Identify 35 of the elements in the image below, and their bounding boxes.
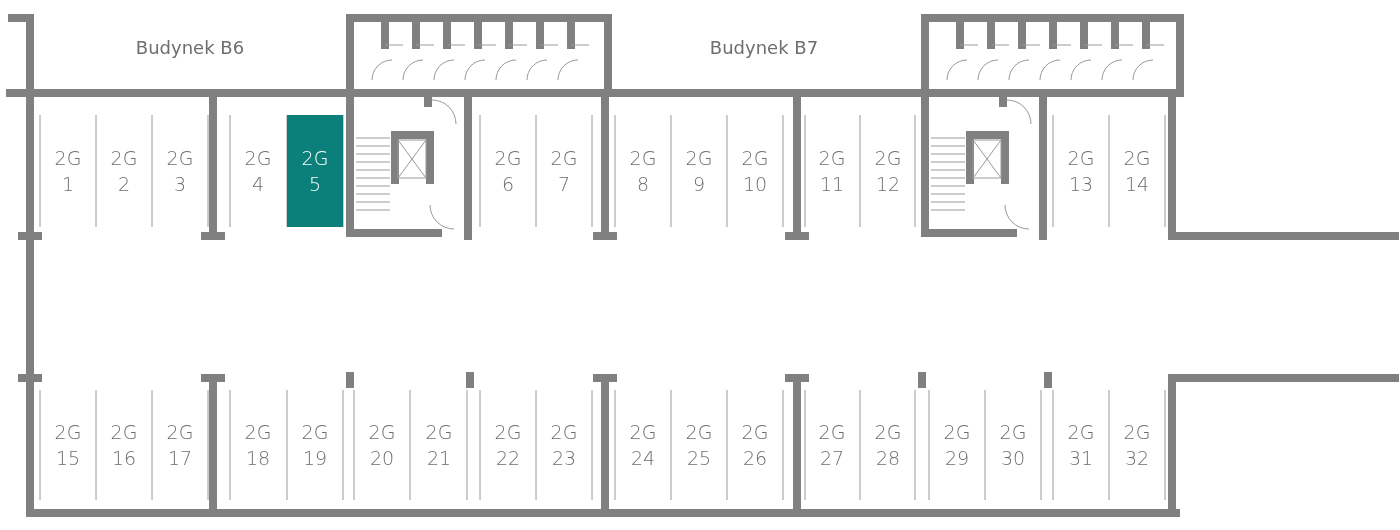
highlighted-parking-space [287,115,343,227]
space-number: 2G 27 [818,420,846,471]
space-number: 2G 13 [1067,146,1095,197]
space-number: 2G 21 [425,420,453,471]
space-number: 2G 32 [1123,420,1151,471]
space-number: 2G 4 [244,146,272,197]
space-number: 2G 25 [685,420,713,471]
space-number: 2G 18 [244,420,272,471]
space-number: 2G 14 [1123,146,1151,197]
space-number: 2G 5 [301,146,329,197]
space-number: 2G 24 [629,420,657,471]
space-number: 2G 10 [741,146,769,197]
space-number: 2G 6 [494,146,522,197]
space-number: 2G 7 [550,146,578,197]
space-number: 2G 8 [629,146,657,197]
building-label: Budynek B6 [135,36,245,58]
space-number: 2G 19 [301,420,329,471]
space-number: 2G 17 [166,420,194,471]
space-number: 2G 12 [874,146,902,197]
building-label: Budynek B7 [709,36,819,58]
space-number: 2G 31 [1067,420,1095,471]
space-number: 2G 15 [54,420,82,471]
space-number: 2G 28 [874,420,902,471]
space-number: 2G 1 [54,146,82,197]
space-number: 2G 11 [818,146,846,197]
space-number: 2G 20 [368,420,396,471]
space-number: 2G 9 [685,146,713,197]
space-number: 2G 2 [110,146,138,197]
space-number: 2G 22 [494,420,522,471]
space-number: 2G 23 [550,420,578,471]
space-number: 2G 3 [166,146,194,197]
space-number: 2G 16 [110,420,138,471]
space-number: 2G 30 [999,420,1027,471]
space-number: 2G 26 [741,420,769,471]
space-number: 2G 29 [943,420,971,471]
